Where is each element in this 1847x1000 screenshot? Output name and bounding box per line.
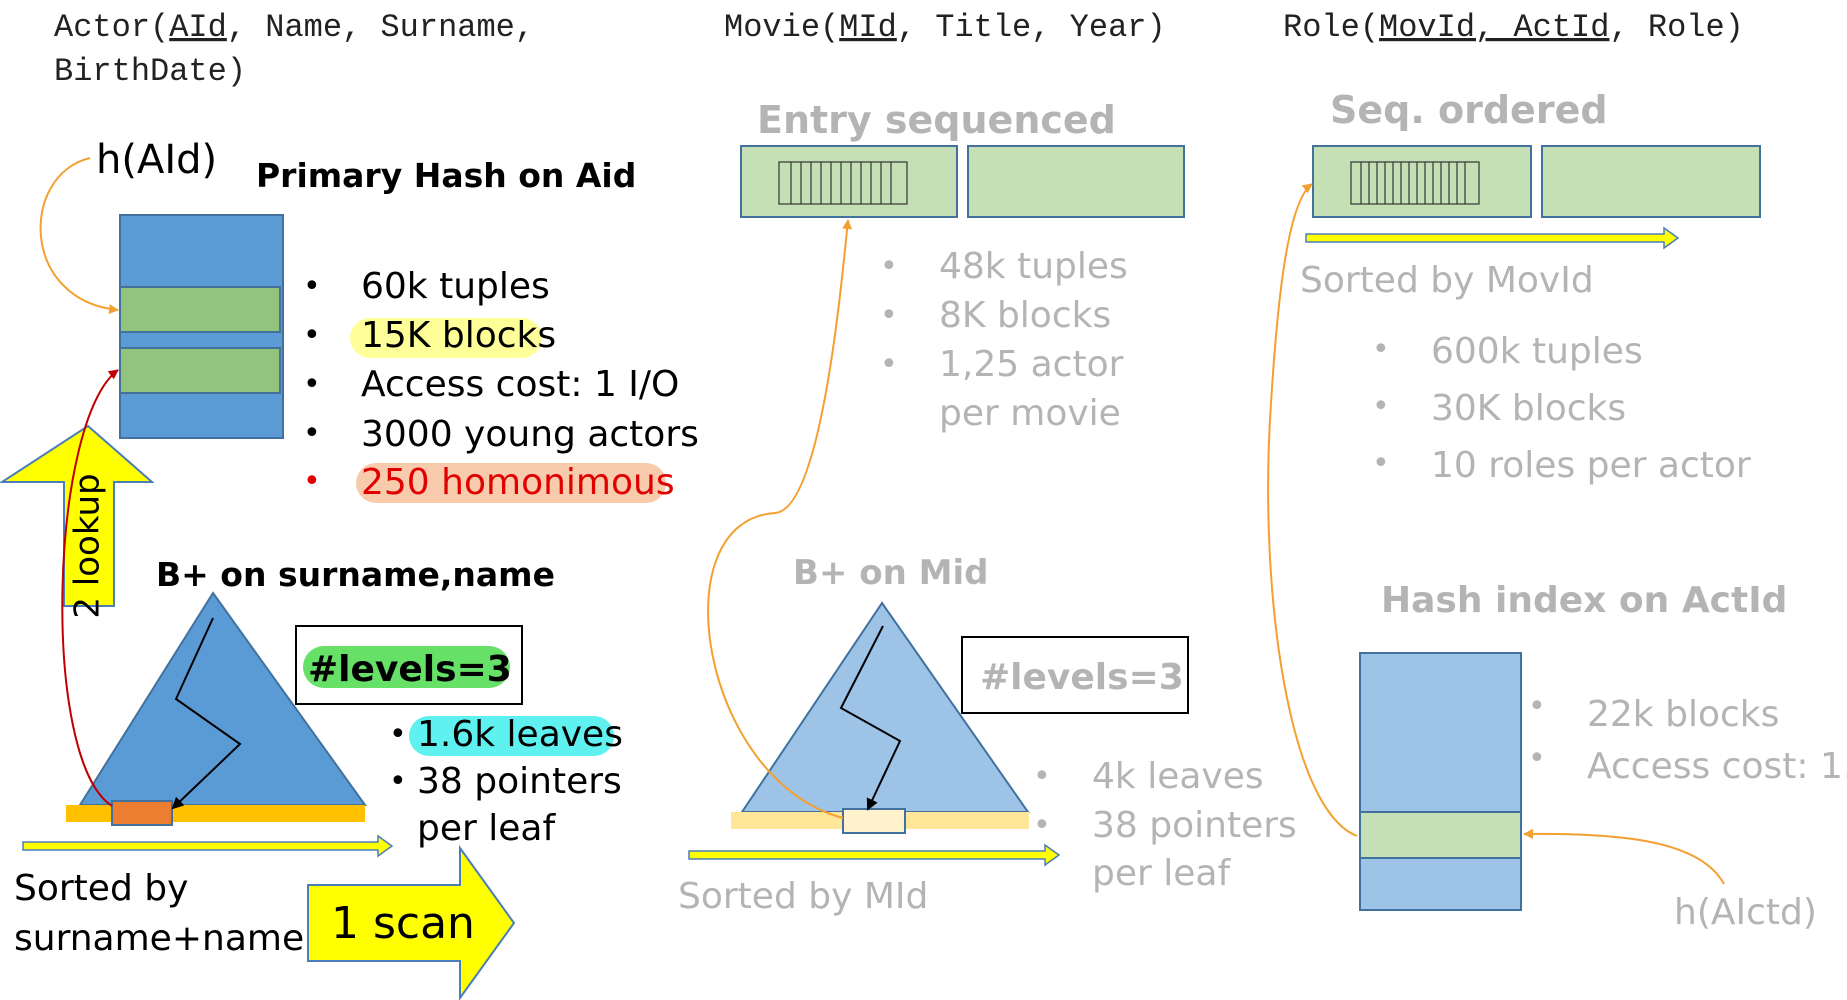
role-hash-bucket <box>1359 811 1522 859</box>
svg-text:•: • <box>389 764 407 799</box>
actor-btree-title: B+ on surname,name <box>156 555 555 594</box>
movie-block-2 <box>967 145 1185 218</box>
highlight-leaves <box>409 716 614 756</box>
svg-text:•: • <box>880 347 898 382</box>
actor-bullet: 15K blocks <box>361 315 556 356</box>
role-block-records <box>1350 161 1480 205</box>
movie-btree-search-path <box>839 625 902 811</box>
lookup-arrow-label: 2 lookup <box>68 473 108 618</box>
movie-leaf-bullets: • 4k leaves • 38 pointers per leaf <box>1033 756 1297 894</box>
role-bullet: 30K blocks <box>1431 388 1626 429</box>
lookup-arrow <box>0 424 155 607</box>
actor-hash-bucket-2 <box>119 347 281 394</box>
movie-bullet: 48k tuples <box>939 246 1128 287</box>
actor-btree-leaves <box>66 805 365 822</box>
movie-btree-leaf-selected <box>842 808 906 834</box>
movie-bullet: 8K blocks <box>939 295 1111 336</box>
svg-text:•: • <box>303 464 321 499</box>
svg-text:•: • <box>1528 741 1546 776</box>
movie-block-1 <box>740 145 958 218</box>
actor-leaf-bullet: 38 pointers <box>417 761 622 802</box>
actor-schema: Actor(AId, Name, Surname, <box>54 9 534 46</box>
svg-text:•: • <box>1033 808 1051 843</box>
movie-sorted-arrow <box>688 843 1061 867</box>
actor-hash-function: h(AId) <box>96 137 217 183</box>
actor-bullet: 60k tuples <box>361 266 550 307</box>
highlight-homonimous <box>356 463 666 503</box>
svg-text:•: • <box>880 298 898 333</box>
role-bullet: 10 roles per actor <box>1431 445 1751 486</box>
movie-sorted-label: Sorted by MId <box>678 876 928 917</box>
actor-sorted-label-2: surname+name <box>14 918 304 959</box>
svg-text:•: • <box>1372 446 1390 481</box>
movie-bullet: 1,25 actor <box>939 344 1124 385</box>
svg-text:•: • <box>303 367 321 402</box>
actor-schema-cont: BirthDate) <box>54 53 246 90</box>
svg-text:•: • <box>1528 689 1546 724</box>
role-block-2 <box>1541 145 1761 218</box>
svg-text:•: • <box>303 318 321 353</box>
role-hash-function: h(AIctd) <box>1674 892 1817 933</box>
movie-leaf-bullet: 38 pointers <box>1092 805 1297 846</box>
movie-file-title: Entry sequenced <box>757 98 1116 142</box>
svg-text:•: • <box>303 416 321 451</box>
role-hash-arrow <box>1523 828 1725 885</box>
role-index-bullets: • 22k blocks • Access cost: 1.7 <box>1528 689 1847 787</box>
role-schema: Role(MovId, ActId, Role) <box>1283 9 1744 46</box>
actor-sorted-arrow <box>22 834 394 858</box>
actor-hash-arrow <box>39 157 119 315</box>
actor-bullets: • 60k tuples • 15K blocks • Access cost:… <box>303 266 699 503</box>
movie-btree-to-file-arrow <box>707 219 853 819</box>
actor-leaf-bullets: • 1.6k leaves • 38 pointers per leaf <box>389 714 623 849</box>
role-bullet: 600k tuples <box>1431 331 1643 372</box>
scan-arrow <box>307 844 516 1000</box>
role-index-bullet: Access cost: 1.7 <box>1587 746 1847 787</box>
actor-leaf-bullet: 1.6k leaves <box>417 714 623 755</box>
role-file-title: Seq. ordered <box>1330 88 1608 132</box>
actor-btree-leaf-selected <box>111 800 173 826</box>
movie-levels-box <box>961 636 1189 714</box>
svg-text:•: • <box>1033 759 1051 794</box>
actor-bullet: 3000 young actors <box>361 414 699 455</box>
svg-text:•: • <box>1372 389 1390 424</box>
movie-btree-title: B+ on Mid <box>793 553 988 593</box>
movie-leaf-bullet: per leaf <box>1092 853 1231 894</box>
actor-btree-to-hash-arrow <box>61 369 119 807</box>
movie-schema: Movie(MId, Title, Year) <box>724 9 1166 46</box>
role-index-to-file-arrow <box>1267 183 1358 837</box>
actor-bullet-red: 250 homonimous <box>361 462 675 503</box>
svg-text:•: • <box>303 269 321 304</box>
role-hash-index <box>1359 652 1522 911</box>
movie-bullets: • 48k tuples • 8K blocks • 1,25 actor pe… <box>880 246 1128 434</box>
scan-arrow-label: 1 scan <box>331 898 475 949</box>
svg-text:•: • <box>1372 332 1390 367</box>
role-bullets: • 600k tuples • 30K blocks • 10 roles pe… <box>1372 331 1751 486</box>
actor-sorted-label: Sorted by <box>14 868 188 909</box>
actor-hash-title: Primary Hash on Aid <box>256 156 636 195</box>
role-block-1 <box>1312 145 1532 218</box>
actor-hash-bucket-1 <box>119 286 281 333</box>
movie-block-records <box>778 161 908 205</box>
actor-levels: #levels=3 <box>308 649 512 690</box>
svg-text:•: • <box>389 717 407 752</box>
actor-bullet: Access cost: 1 I/O <box>361 364 679 405</box>
actor-btree-search-path <box>171 617 242 810</box>
actor-leaf-bullet: per leaf <box>417 808 556 849</box>
svg-text:•: • <box>880 249 898 284</box>
role-sorted-arrow <box>1305 226 1680 250</box>
highlight-15k-blocks <box>350 318 542 358</box>
movie-bullet: per movie <box>939 393 1121 434</box>
role-sorted-label: Sorted by MovId <box>1300 260 1594 301</box>
movie-levels: #levels=3 <box>980 657 1184 698</box>
role-index-bullet: 22k blocks <box>1587 694 1779 735</box>
highlight-levels <box>303 646 510 688</box>
role-index-title: Hash index on ActId <box>1381 580 1787 621</box>
movie-leaf-bullet: 4k leaves <box>1092 756 1264 797</box>
